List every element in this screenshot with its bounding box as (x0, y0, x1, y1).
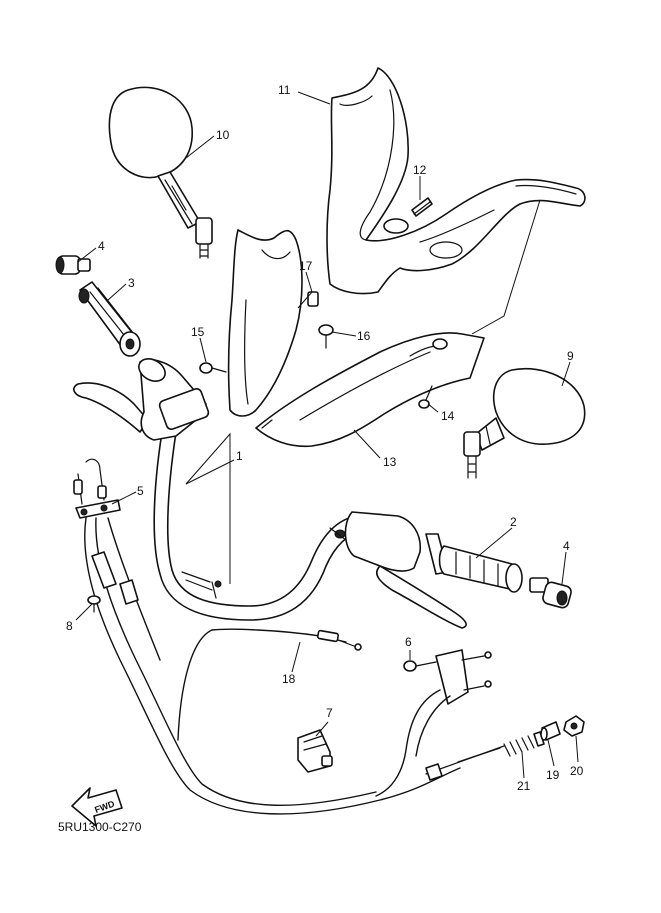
collar-19 (540, 721, 561, 741)
callout-14: 14 (441, 409, 455, 423)
callout-15: 15 (191, 325, 205, 339)
cable-18 (177, 628, 362, 741)
callout-9: 9 (567, 349, 574, 363)
callout-4-left: 4 (98, 239, 105, 253)
callout-3: 3 (128, 276, 135, 290)
callouts: 1 2 3 4 4 5 6 7 8 9 10 11 12 (66, 83, 584, 793)
grip-end-left (55, 255, 91, 275)
mirror-left (108, 86, 213, 259)
screw-14 (418, 385, 433, 409)
cable-bracket-5 (73, 458, 121, 519)
front-cover-lower-left (227, 229, 303, 417)
bolt-16 (318, 324, 334, 349)
callout-4-right: 4 (563, 539, 570, 553)
callout-1: 1 (236, 449, 243, 463)
callout-2: 2 (510, 515, 517, 529)
callout-16: 16 (357, 329, 371, 343)
callout-12: 12 (413, 163, 427, 177)
callout-5: 5 (137, 484, 144, 498)
assembly-lines (185, 199, 541, 584)
callout-13: 13 (383, 455, 397, 469)
fwd-arrow-icon: FWD (71, 787, 123, 827)
callout-19: 19 (546, 768, 560, 782)
bolt-8 (87, 595, 101, 613)
grip-left (78, 281, 141, 357)
handlebar (153, 419, 365, 621)
nut-20 (563, 715, 585, 737)
spring-adjuster-21 (425, 731, 545, 781)
grip-end-right (529, 577, 572, 609)
left-switch-lever-assembly (73, 358, 210, 441)
throttle-grip-assembly (329, 511, 523, 629)
callout-21: 21 (517, 779, 531, 793)
callout-18: 18 (282, 672, 296, 686)
callout-20: 20 (570, 764, 584, 778)
callout-8: 8 (66, 619, 73, 633)
callout-17: 17 (299, 259, 313, 273)
callout-10: 10 (216, 128, 230, 142)
front-cover-lower-right (255, 332, 485, 448)
front-cover-upper (326, 67, 586, 295)
diagram-code: 5RU1300-C270 (58, 820, 142, 834)
switch-7 (297, 729, 333, 773)
clip-12 (411, 197, 433, 217)
mirror-right (463, 368, 586, 479)
bracket-17 (307, 291, 319, 307)
throttle-cables (84, 517, 461, 815)
callout-6: 6 (405, 635, 412, 649)
screw-15 (199, 362, 227, 374)
callout-11: 11 (278, 83, 291, 97)
callout-7: 7 (326, 706, 333, 720)
junction-block-6 (375, 649, 492, 797)
